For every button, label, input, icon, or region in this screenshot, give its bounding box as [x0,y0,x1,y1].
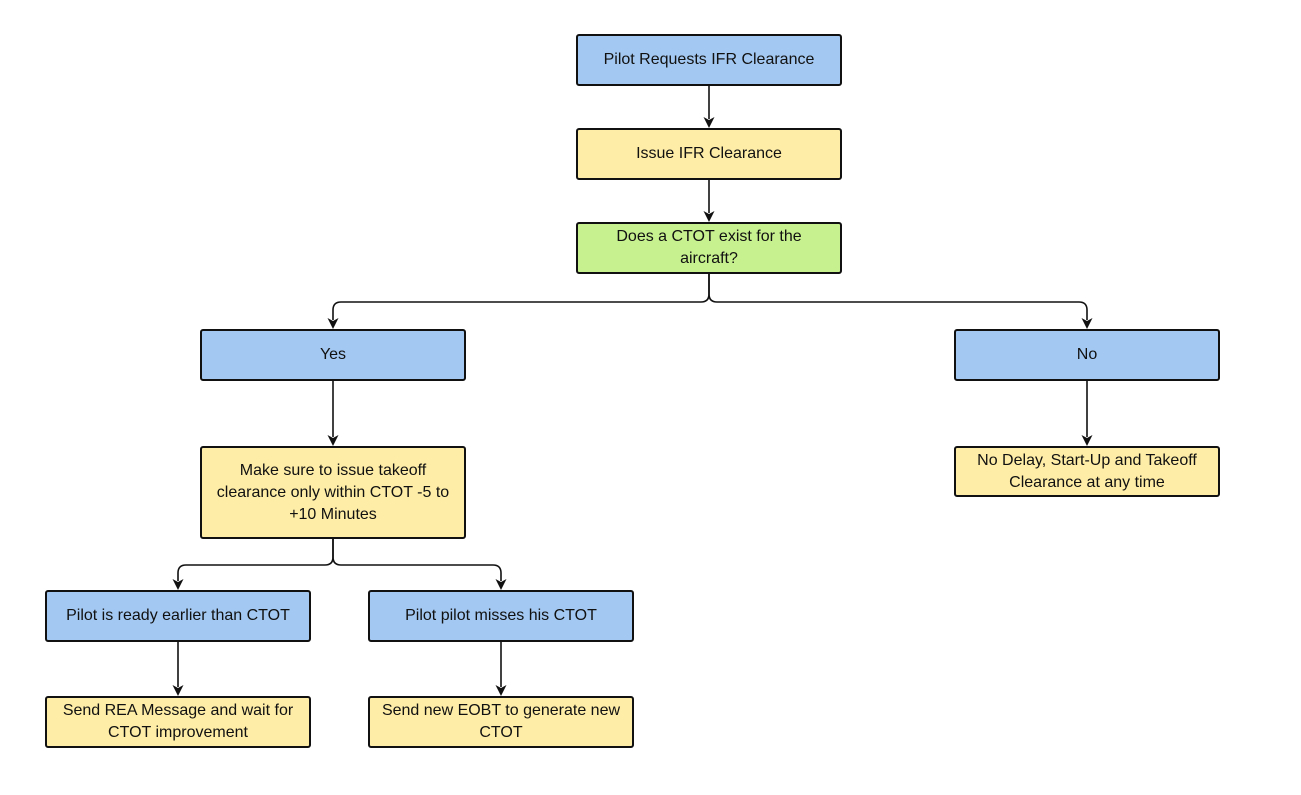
connector-issue_ifr-to-ctot_question [703,180,715,222]
arrowhead-icon [327,318,339,329]
connector-ctot_question-to-yes [327,274,710,329]
arrowhead-icon [172,579,184,590]
connector-ready_earlier-to-send_rea [172,642,184,696]
node-label: Pilot is ready earlier than CTOT [66,607,290,624]
node-label: No Delay, Start-Up and Takeoff Clearance… [977,451,1197,491]
connector-pilot_requests-to-issue_ifr [703,86,715,128]
arrowhead-icon [1081,435,1093,446]
node-yes: Yes [200,329,466,381]
node-label: Pilot Requests IFR Clearance [603,51,815,68]
node-pilot-misses-ctot: Pilot pilot misses his CTOT [368,590,634,642]
connector-line [708,274,1088,320]
node-pilot-ready-earlier: Pilot is ready earlier than CTOT [45,590,311,642]
connector-misses_ctot-to-send_eobt [495,642,507,696]
node-label: Send REA Message and wait for CTOT impro… [62,702,294,741]
node-label: Send new EOBT to generate new CTOT [381,702,621,741]
connector-make_sure-to-ready_earlier [172,539,334,590]
connector-ctot_question-to-no [708,274,1093,329]
node-send-new-eobt: Send new EOBT to generate new CTOT [368,696,634,748]
arrowhead-icon [1081,318,1093,329]
node-ctot-exists-question: Does a CTOT exist for the aircraft? [576,222,842,274]
connector-no-to-no_delay [1081,381,1093,446]
node-label: Make sure to issue takeoff clearance onl… [216,461,450,523]
arrowhead-icon [495,579,507,590]
node-label: Does a CTOT exist for the aircraft? [616,228,802,267]
arrowhead-icon [703,211,715,222]
node-label: Yes [319,346,347,363]
node-label: No [1076,346,1098,363]
node-label: Issue IFR Clearance [636,145,782,162]
connector-line [332,539,502,581]
node-pilot-requests-ifr-clearance: Pilot Requests IFR Clearance [576,34,842,86]
arrowhead-icon [495,685,507,696]
connector-make_sure-to-misses_ctot [332,539,507,590]
node-issue-ifr-clearance: Issue IFR Clearance [576,128,842,180]
arrowhead-icon [172,685,184,696]
node-no: No [954,329,1220,381]
connector-line [332,274,710,320]
node-make-sure-takeoff-clearance: Make sure to issue takeoff clearance onl… [200,446,466,539]
node-no-delay: No Delay, Start-Up and Takeoff Clearance… [954,446,1220,497]
arrowhead-icon [327,435,339,446]
arrowhead-icon [703,117,715,128]
connector-yes-to-make_sure [327,381,339,446]
connector-line [177,539,334,581]
node-label: Pilot pilot misses his CTOT [405,607,597,624]
node-send-rea-message: Send REA Message and wait for CTOT impro… [45,696,311,748]
